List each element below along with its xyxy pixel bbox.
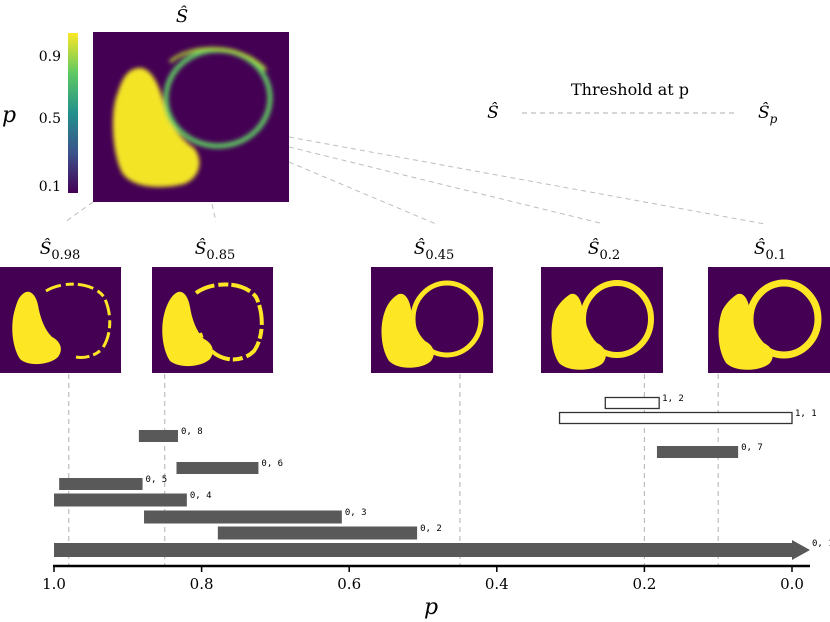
- threshold-legend: Ŝ Threshold at p Ŝp: [487, 80, 777, 126]
- legend-text: Threshold at p: [571, 80, 689, 99]
- colorbar: [68, 33, 78, 193]
- barcode-bar-label: 1, 1: [795, 409, 817, 419]
- barcode-bar: [144, 510, 342, 524]
- barcode-bar-label: 0, 6: [261, 459, 283, 469]
- threshold-map-0.1: [708, 267, 830, 373]
- barcode-bar: [138, 430, 178, 442]
- barcode-bar-label: 0, 4: [190, 491, 212, 501]
- x-tick-label: 0.0: [780, 575, 804, 593]
- barcode-bar-label: 0, 8: [181, 427, 203, 437]
- threshold-map-0.45: [371, 267, 493, 373]
- probability-map: [93, 32, 289, 202]
- barcode-bar: [54, 540, 810, 560]
- colorbar-tick: 0.5: [39, 111, 61, 127]
- threshold-label: Ŝ0.2: [588, 238, 620, 263]
- threshold-map-0.85: [152, 267, 273, 373]
- colorbar-ticks: 0.9 0.5 0.1: [39, 49, 61, 195]
- barcode-bar-label: 1, 2: [662, 394, 684, 404]
- barcode-bar-label: 0, 1: [812, 539, 830, 549]
- connector-lines: [64, 136, 766, 225]
- barcode-bar: [217, 526, 418, 540]
- legend-output-symbol: Ŝp: [758, 102, 778, 126]
- x-tick-label: 0.6: [337, 575, 361, 593]
- threshold-map-0.98: [0, 267, 121, 373]
- barcode-bar-label: 0, 2: [420, 524, 442, 534]
- threshold-label: Ŝ0.85: [195, 238, 236, 263]
- colorbar-tick: 0.1: [39, 179, 61, 195]
- x-axis-label: p: [424, 595, 438, 620]
- x-tick-label: 0.2: [632, 575, 656, 593]
- x-tick-label: 1.0: [42, 575, 66, 593]
- threshold-label: Ŝ0.98: [40, 238, 81, 263]
- x-axis-ticks: 1.0 0.8 0.6 0.4 0.2 0.0: [42, 566, 804, 593]
- x-tick-label: 0.4: [485, 575, 509, 593]
- barcode-bar: [54, 493, 187, 507]
- barcode-bar: [558, 411, 793, 425]
- legend-output-sub: p: [770, 112, 778, 126]
- barcode-bars: 1, 2 1, 1 0, 8 0, 7 0, 6 0, 5 0, 4 0, 3 0, 2 0, 1: [54, 394, 830, 560]
- barcode-bar: [59, 478, 143, 490]
- barcode-bar-label: 0, 7: [741, 443, 763, 453]
- barcode-bar: [176, 462, 259, 474]
- barcode-bar-label: 0, 5: [146, 475, 168, 485]
- legend-input-symbol: Ŝ: [487, 102, 499, 123]
- barcode-bar: [604, 396, 660, 410]
- threshold-labels: Ŝ0.98 Ŝ0.85 Ŝ0.45 Ŝ0.2 Ŝ0.1: [40, 238, 786, 263]
- barcode-bar: [656, 446, 739, 458]
- main-map-label: Ŝ: [176, 4, 188, 27]
- threshold-label: Ŝ0.45: [414, 238, 455, 263]
- threshold-map-0.2: [541, 267, 663, 373]
- barcode-bar-label: 0, 3: [345, 508, 367, 518]
- colorbar-tick: 0.9: [39, 49, 61, 65]
- x-tick-label: 0.8: [190, 575, 214, 593]
- colorbar-axis-label: p: [2, 103, 16, 128]
- threshold-label: Ŝ0.1: [754, 238, 786, 263]
- legend-output-base: Ŝ: [758, 102, 770, 123]
